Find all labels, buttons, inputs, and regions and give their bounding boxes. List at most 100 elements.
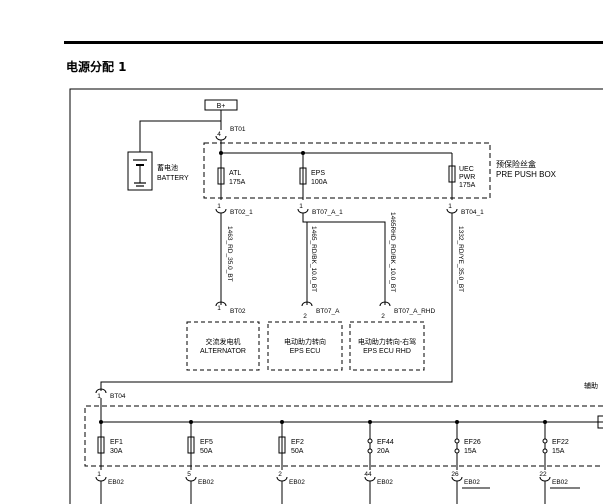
alternator-box: [186, 321, 260, 371]
eps-ecu-rhd-box: [349, 321, 425, 371]
aux-label: 辅助: [584, 381, 598, 390]
conn-eb02-label: EB02: [552, 479, 568, 486]
conn-eb02-label: EB02: [377, 479, 393, 486]
conn-bt07-a-label: BT07_A: [316, 308, 340, 315]
fuse-ef2: EF2 50A: [278, 420, 304, 470]
conn-eb02-symbol: [276, 476, 288, 482]
fuse-ef44-terminal-top: [367, 438, 373, 444]
battery-wire: [139, 120, 221, 152]
conn-bt04-pin: 1: [97, 393, 101, 400]
fuse-eps-name: EPS: [311, 170, 325, 177]
wire-1332-label: 1332_RD/YE_35.0_BT: [457, 226, 464, 292]
eps-ecu-label-cn: 电动助力转向: [284, 337, 326, 346]
supply-connector-symbol: [215, 135, 227, 141]
conn-bt02-1-pin: 1: [217, 203, 221, 210]
eps-ecu-box: [267, 321, 343, 371]
conn-bt07-a-rhd-symbol: [379, 301, 391, 307]
conn-bt04-1-label: BT04_1: [461, 209, 484, 216]
conn-eb02-symbol: [364, 476, 376, 482]
pre-push-box-label-en: PRE PUSH BOX: [496, 170, 557, 179]
conn-eb02-pin: 44: [364, 471, 372, 478]
conn-bt04-label: BT04: [110, 393, 126, 400]
fuse-uec-name-line1: UEC: [459, 166, 474, 173]
fuse-ef26-rating: 15A: [464, 448, 477, 455]
fuse-ef1: EF1 30A: [97, 420, 123, 470]
fuse-atl-name: ATL: [229, 170, 241, 177]
conn-eb02-label: EB02: [108, 479, 124, 486]
conn-eb02-label: EB02: [198, 479, 214, 486]
eps-ecu-label-en: EPS ECU: [290, 348, 321, 355]
conn-eb02-pin: 22: [539, 471, 547, 478]
fuse-uec-rating: 175A: [459, 182, 476, 189]
fuse-ef26-terminal-bottom: [454, 448, 460, 454]
fuse-ef2-rating: 50A: [291, 448, 304, 455]
conn-bt04-1-pin: 1: [448, 203, 452, 210]
conn-bt02-1-label: BT02_1: [230, 209, 253, 216]
fuse-ef44: EF44 20A: [367, 420, 394, 470]
conn-eb02-symbol: [185, 476, 197, 482]
conn-bt02-pin: 1: [217, 305, 221, 312]
bottom-bus-end: [597, 415, 603, 429]
fuse-ef1-name: EF1: [110, 439, 123, 446]
fuse-ef22-terminal-bottom: [542, 448, 548, 454]
conn-bt04-1-symbol: [446, 208, 458, 214]
wire-uec-bus: [100, 213, 453, 391]
fuse-ef22-rating: 15A: [552, 448, 565, 455]
pre-push-box-label-cn: 预保险丝盒: [496, 159, 536, 169]
conn-bt02-label: BT02: [230, 308, 246, 315]
fuse-atl-rating: 175A: [229, 179, 246, 186]
fuse-ef5: EF5 50A: [187, 420, 213, 470]
pre-push-box-outline: [203, 142, 491, 199]
page-title: 电源分配 1: [66, 60, 127, 74]
diagram-frame: [69, 88, 603, 504]
conn-bt02-1-symbol: [215, 208, 227, 214]
fuse-ef22-terminal-top: [542, 438, 548, 444]
fuse-ef44-terminal-bottom: [367, 448, 373, 454]
wire-eps-rhd: [307, 221, 386, 305]
fuse-ef44-name: EF44: [377, 439, 394, 446]
fuse-ef26-name: EF26: [464, 439, 481, 446]
wire-eps: [302, 213, 308, 305]
conn-eb02-symbol: [451, 476, 463, 482]
battery-label-en: BATTERY: [157, 175, 189, 182]
alternator-label-cn: 交流发电机: [206, 337, 241, 346]
conn-bt07-a-1-symbol: [297, 208, 309, 214]
conn-bt07-a-rhd-pin: 2: [381, 313, 385, 320]
conn-eb02-label: EB02: [289, 479, 305, 486]
fuse-ef26: EF26 15A: [454, 420, 481, 470]
supply-label: B+: [217, 103, 226, 110]
supply-pin: 4: [217, 131, 221, 138]
wire-1465-label: 1465_RD/BK_10.0_BT: [310, 226, 317, 292]
eps-ecu-rhd-label-en: EPS ECU RHD: [363, 348, 411, 355]
conn-bt07-a-pin: 2: [303, 313, 307, 320]
supply-connector: BT01: [230, 126, 246, 133]
bottom-fuse-box-outline: [84, 405, 603, 467]
conn-eb02-pin: 2: [278, 471, 282, 478]
conn-bt02-symbol: [215, 301, 227, 307]
conn-bt07-a-symbol: [301, 301, 313, 307]
conn-bt07-a-rhd-label: BT07_A_RHD: [394, 308, 435, 315]
fuse-ef5-name: EF5: [200, 439, 213, 446]
conn-eb02-label: EB02: [464, 479, 480, 486]
fuse-uec-name-line2: PWR: [459, 174, 475, 181]
conn-eb02-symbol: [95, 476, 107, 482]
fuse-ef44-rating: 20A: [377, 448, 390, 455]
conn-eb02-symbol: [539, 476, 551, 482]
conn-bt04-symbol: [95, 388, 107, 394]
wire-1463-label: 1463_RD_35.0_BT: [226, 226, 233, 282]
battery-label-cn: 蓄电池: [157, 163, 178, 172]
conn-eb02-pin: 1: [97, 471, 101, 478]
conn-eb02-pin: 5: [187, 471, 191, 478]
fuse-ef22-name: EF22: [552, 439, 569, 446]
fuse-ef5-rating: 50A: [200, 448, 213, 455]
conn-bt07-a-1-label: BT07_A_1: [312, 209, 343, 216]
wire-1465rhd-label: 1465RHD_RD/BK_10.0_BT: [389, 212, 396, 292]
eps-ecu-rhd-label-cn: 电动助力转向-右驾: [358, 337, 416, 346]
fuse-ef22: EF22 15A: [542, 420, 569, 470]
alternator-label-en: ALTERNATOR: [200, 348, 246, 355]
fuse-ef2-name: EF2: [291, 439, 304, 446]
fuse-ef1-rating: 30A: [110, 448, 123, 455]
conn-bt07-a-1-pin: 1: [299, 203, 303, 210]
fuse-ef26-terminal-top: [454, 438, 460, 444]
fuse-eps-rating: 100A: [311, 179, 328, 186]
